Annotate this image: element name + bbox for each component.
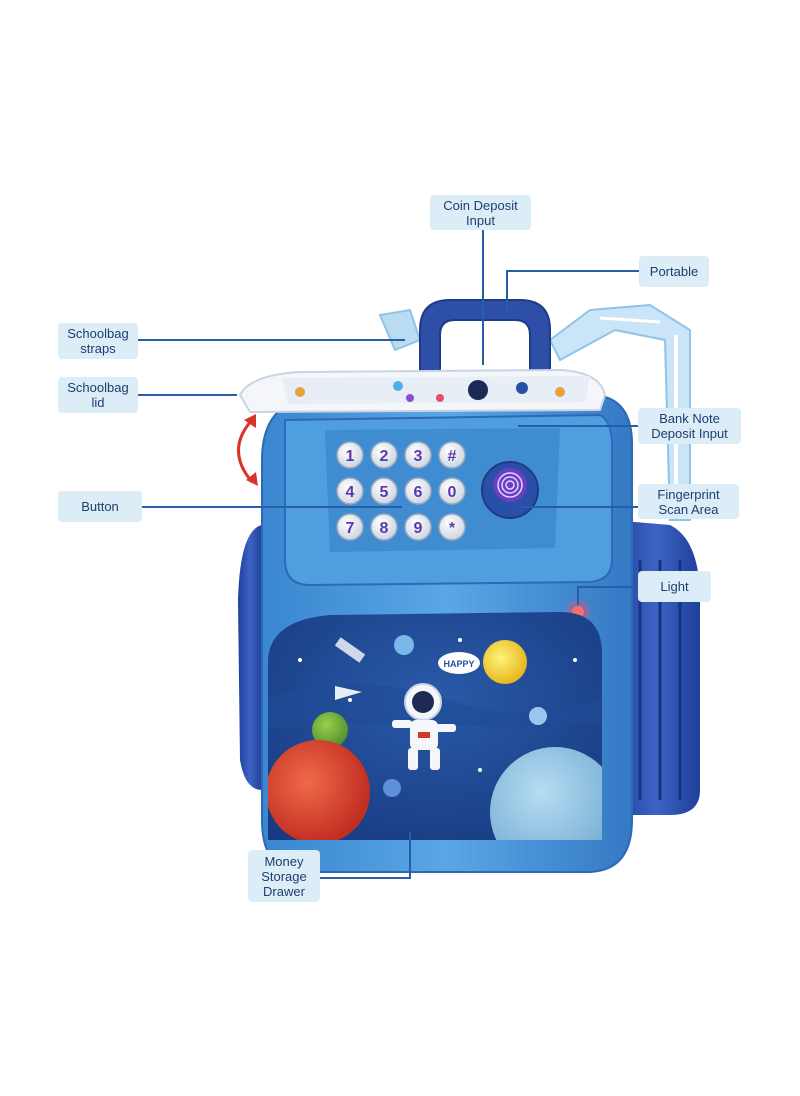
callout-portable: Portable: [639, 256, 709, 287]
callout-schoolbag-lid-text: Schoolbag lid: [67, 380, 129, 410]
keypad-key: 7: [336, 513, 364, 541]
callout-bank-note-deposit-input-text: Bank Note Deposit Input: [651, 411, 728, 441]
keypad-key-cap: [404, 477, 432, 505]
keypad-key-cap: [336, 513, 364, 541]
keypad-key: 4: [336, 477, 364, 505]
lid-open-arrow-icon: [237, 414, 258, 486]
callout-coin-deposit-input: Coin Deposit Input: [430, 195, 531, 230]
callout-coin-deposit-input-text: Coin Deposit Input: [443, 197, 518, 228]
callout-fingerprint-scan-area: Fingerprint Scan Area: [638, 484, 739, 519]
callout-schoolbag-straps: Schoolbag straps: [58, 323, 138, 359]
callout-schoolbag-straps-text: Schoolbag straps: [67, 326, 129, 356]
keypad-key-label: 7: [346, 520, 355, 537]
keypad-key-cap: [370, 441, 398, 469]
astronaut: [392, 683, 456, 770]
keypad-key-cap: [336, 441, 364, 469]
keypad-key: 0: [438, 477, 466, 505]
keypad-key: 2: [370, 441, 398, 469]
keypad-key-label: 6: [414, 484, 423, 501]
keypad-key-label: 9: [414, 520, 423, 537]
keypad-key-label: 2: [380, 448, 389, 465]
keypad-key-label: *: [449, 520, 456, 537]
keypad-key-cap: [404, 441, 432, 469]
callout-button: Button: [58, 491, 142, 522]
keypad-key-cap: [438, 513, 466, 541]
keypad-key-label: 4: [346, 484, 355, 501]
callout-light: Light: [638, 571, 711, 602]
keypad-key: 9: [404, 513, 432, 541]
fingerprint-scanner: [481, 461, 539, 519]
keypad-key: 6: [404, 477, 432, 505]
callout-schoolbag-lid: Schoolbag lid: [58, 377, 138, 413]
callout-money-storage-drawer-text: Money Storage Drawer: [261, 853, 307, 899]
schoolbag-lid: [238, 368, 607, 414]
keypad-key-label: 1: [346, 448, 355, 465]
keypad-key-cap: [370, 477, 398, 505]
carry-handle: [419, 299, 551, 381]
keypad-key: #: [438, 441, 466, 469]
keypad-key: 3: [404, 441, 432, 469]
callout-bank-note-deposit-input: Bank Note Deposit Input: [638, 408, 741, 444]
leader-lines: [138, 230, 640, 879]
callout-button-text: Button: [81, 499, 119, 514]
keypad-key: 8: [370, 513, 398, 541]
callout-portable-text: Portable: [649, 264, 699, 279]
callout-fingerprint-scan-area-text: Fingerprint Scan Area: [657, 486, 720, 517]
keypad-key: *: [438, 513, 466, 541]
keypad-key-label: 0: [448, 484, 457, 501]
speech-bubble-text: HAPPY: [443, 659, 474, 669]
callout-money-storage-drawer: Money Storage Drawer: [248, 850, 320, 902]
keypad-key: 1: [336, 441, 364, 469]
keypad-key-cap: [438, 477, 466, 505]
keypad-key-label: 5: [380, 484, 389, 501]
keypad-key: 5: [370, 477, 398, 505]
keypad-key-cap: [336, 477, 364, 505]
callout-light-text: Light: [660, 579, 689, 594]
keypad-key-label: #: [448, 448, 457, 465]
keypad: 1 2 3 #4 5 6 0 7 8 9 *: [336, 441, 466, 541]
keypad-key-cap: [438, 441, 466, 469]
space-scene-drawer: HAPPY: [268, 612, 602, 840]
keypad-key-cap: [370, 513, 398, 541]
keypad-key-label: 3: [414, 448, 423, 465]
keypad-key-cap: [404, 513, 432, 541]
keypad-key-label: 8: [380, 520, 389, 537]
